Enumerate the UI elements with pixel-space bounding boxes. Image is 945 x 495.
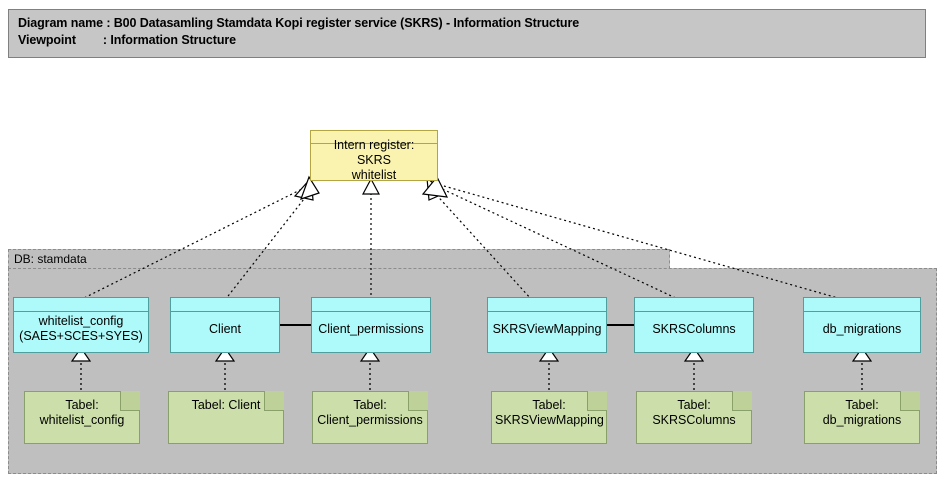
folded-corner-icon — [120, 391, 140, 411]
note-tabel-client-permissions[interactable]: Tabel: Client_permissions — [312, 391, 428, 444]
note-label: Tabel: db_migrations — [822, 398, 902, 427]
folded-corner-icon — [587, 391, 607, 411]
note-tabel-client[interactable]: Tabel: Client — [168, 391, 284, 444]
node-intern-register-skrs-whitelist[interactable]: Intern register: SKRS whitelist — [310, 130, 438, 182]
node-skrsviewmapping[interactable]: SKRSViewMapping — [487, 297, 607, 353]
folded-corner-icon — [408, 391, 428, 411]
note-tabel-skrsviewmapping[interactable]: Tabel: SKRSViewMapping — [491, 391, 607, 444]
note-tabel-db-migrations[interactable]: Tabel: db_migrations — [804, 391, 920, 444]
note-label: Tabel: whitelist_config — [39, 398, 125, 427]
node-whitelist-config[interactable]: whitelist_config (SAES+SCES+SYES) — [13, 297, 149, 353]
note-tabel-whitelist-config[interactable]: Tabel: whitelist_config — [24, 391, 140, 444]
diagram-title-banner: Diagram name : B00 Datasamling Stamdata … — [8, 9, 926, 58]
node-label: SKRSColumns — [652, 321, 736, 336]
node-header-strip — [804, 298, 920, 312]
group-stamdata-label: DB: stamdata — [14, 252, 87, 266]
note-label: Tabel: SKRSColumns — [652, 398, 736, 427]
node-label: SKRSViewMapping — [492, 321, 602, 336]
node-header-strip — [635, 298, 753, 312]
viewpoint-line: Viewpoint : Information Structure — [18, 33, 237, 47]
folded-corner-icon — [264, 391, 284, 411]
node-header-strip — [311, 131, 437, 144]
node-header-strip — [14, 298, 148, 312]
note-tabel-skrscolumns[interactable]: Tabel: SKRSColumns — [636, 391, 752, 444]
node-header-strip — [171, 298, 279, 312]
folded-corner-icon — [732, 391, 752, 411]
group-stamdata-tab[interactable] — [8, 249, 670, 269]
node-label: whitelist_config (SAES+SCES+SYES) — [19, 314, 143, 343]
node-label: Client_permissions — [318, 321, 424, 336]
group-stamdata-body[interactable] — [8, 268, 937, 474]
node-client-permissions[interactable]: Client_permissions — [311, 297, 431, 353]
note-label: Tabel: SKRSViewMapping — [495, 398, 604, 427]
note-label: Tabel: Client — [191, 398, 261, 412]
diagram-name-line: Diagram name : B00 Datasamling Stamdata … — [18, 16, 580, 30]
node-skrscolumns[interactable]: SKRSColumns — [634, 297, 754, 353]
node-label: Client — [209, 321, 241, 336]
node-client[interactable]: Client — [170, 297, 280, 353]
node-label: Intern register: SKRS whitelist — [333, 137, 415, 182]
note-label: Tabel: Client_permissions — [317, 398, 423, 427]
node-header-strip — [312, 298, 430, 312]
node-db-migrations[interactable]: db_migrations — [803, 297, 921, 353]
node-header-strip — [488, 298, 606, 312]
node-label: db_migrations — [822, 321, 902, 336]
folded-corner-icon — [900, 391, 920, 411]
